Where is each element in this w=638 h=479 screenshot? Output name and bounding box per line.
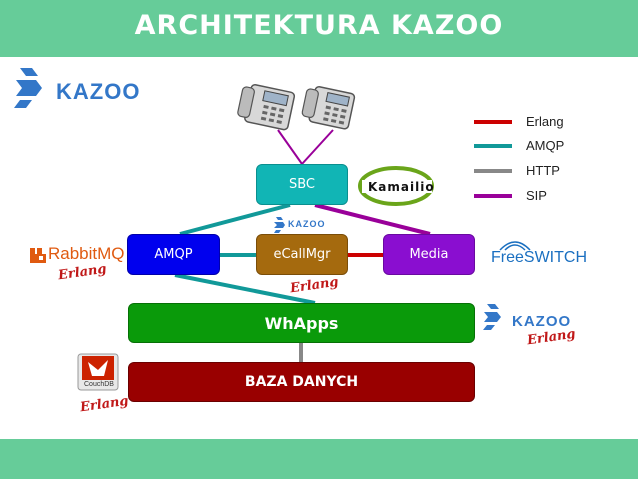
- rabbitmq-logo-icon: [30, 248, 46, 263]
- legend-label-erlang: Erlang: [526, 114, 564, 129]
- phone-icon: [237, 83, 296, 131]
- kazoo-logo-icon: [483, 304, 501, 330]
- header-bar: [0, 0, 638, 57]
- freeswitch-logo-text: FreeSWITCH: [491, 249, 587, 266]
- kazoo-whapps-text: KAZOO: [512, 313, 572, 330]
- legend-label-sip: SIP: [526, 188, 547, 203]
- database-node: BAZA DANYCH: [128, 362, 475, 402]
- kazoo-small-text: KAZOO: [288, 219, 326, 229]
- kazoo-logo-icon: [14, 68, 42, 108]
- amqp-link-amqp-whapps: [174, 273, 316, 305]
- footer-bar: [0, 439, 638, 479]
- whapps-node: WhApps: [128, 303, 475, 343]
- kamailio-logo-text: Kamailio: [368, 180, 435, 194]
- couchdb-logo-icon: [77, 353, 119, 391]
- rabbitmq-logo-text: RabbitMQ: [48, 244, 125, 263]
- ecallmgr-node: eCallMgr: [256, 234, 348, 275]
- amqp-link-sbc-amqp: [179, 203, 291, 236]
- freeswitch-logo-icon: [499, 241, 531, 251]
- amqp-node: AMQP: [127, 234, 220, 275]
- kazoo-logo-text: KAZOO: [56, 79, 141, 104]
- legend-label-http: HTTP: [526, 163, 560, 178]
- sip-link-phone1-sbc: [277, 129, 303, 165]
- couchdb-logo-text: CouchDB: [84, 381, 114, 388]
- kazoo-small-icon: [274, 217, 285, 233]
- kamailio-logo-icon: [358, 166, 434, 206]
- legend-label-amqp: AMQP: [526, 138, 565, 153]
- sbc-node: SBC: [256, 164, 348, 205]
- phone-icon: [301, 85, 356, 130]
- sip-link-phone2-sbc: [301, 129, 334, 165]
- sip-link-sbc-media: [314, 203, 431, 236]
- media-node: Media: [383, 234, 475, 275]
- page-title: ARCHITEKTURA KAZOO: [134, 10, 504, 41]
